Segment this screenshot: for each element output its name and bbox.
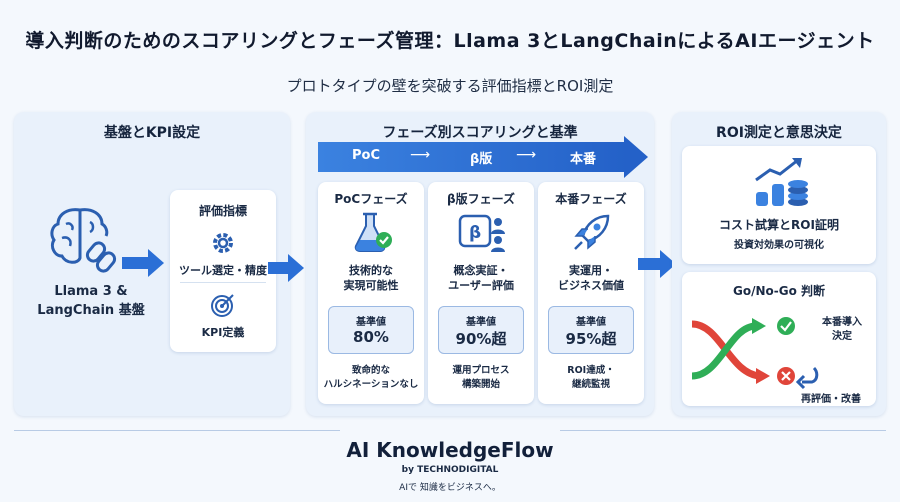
phase-card-production: 本番フェーズ 実運用・ ビジネス価値 基準値 95%超 ROI達成・ 継続監視: [538, 182, 644, 404]
right-panel-title: ROI測定と意思決定: [716, 125, 842, 141]
flow-arrow: [122, 257, 150, 269]
metrics-card: 評価指標 ツール選定・精度 KPI定義: [170, 190, 276, 352]
go-label-line2: 決定: [832, 331, 852, 342]
middle-panel: フェーズ別スコアリングと基準 PoC ⟶ β版 ⟶ 本番 PoCフェーズ 技術的…: [306, 112, 654, 416]
phase-name: 本番フェーズ: [555, 192, 627, 206]
phase-desc-line2: 実現可能性: [343, 279, 399, 292]
left-panel: 基盤とKPI設定 Llama 3 & LangChain 基盤 評価指標 ツール…: [14, 112, 290, 416]
score-value: 90%超: [455, 330, 507, 348]
page-subtitle: プロトタイプの壁を突破する評価指標とROI測定: [286, 77, 614, 95]
go-label-line1: 本番導入: [822, 317, 862, 328]
phase-note-line2: ハルシネーションなし: [323, 379, 419, 390]
phase-name: β版フェーズ: [447, 192, 515, 206]
gonogo-heading: Go/No-Go 判断: [732, 284, 826, 298]
flask-check-icon: [354, 212, 392, 252]
rocket-icon: [574, 214, 610, 250]
flow-label-prod: 本番: [570, 152, 597, 167]
score-box: 基準値 95%超: [548, 306, 634, 354]
score-box: 基準値 80%: [328, 306, 414, 354]
phase-desc-line2: ユーザー評価: [448, 279, 514, 292]
phase-desc-line1: 技術的な: [349, 264, 393, 277]
brand-tagline: AIで 知識をビジネスへ。: [399, 483, 501, 493]
phase-desc-line1: 実運用・: [569, 264, 613, 277]
footer-line-right: [560, 430, 886, 431]
phase-flow-banner: [318, 142, 626, 172]
coins-growth-icon: [755, 158, 808, 206]
phase-flow-banner-head: [624, 136, 648, 178]
footer-line-left: [14, 430, 340, 431]
phase-name: PoCフェーズ: [334, 192, 408, 206]
score-value: 95%超: [565, 330, 617, 348]
roi-card: コスト試算とROI証明 投資対効果の可視化: [682, 146, 876, 264]
phase-note-line1: 致命的な: [351, 365, 390, 376]
score-label: 基準値: [466, 317, 496, 328]
flow-arrow-1: ⟶: [410, 147, 431, 163]
flow-arrow-head: [148, 249, 164, 277]
score-label: 基準値: [356, 317, 386, 328]
left-panel-title: 基盤とKPI設定: [103, 125, 201, 141]
flow-arrow: [268, 262, 290, 274]
middle-panel-title: フェーズ別スコアリングと基準: [382, 125, 578, 141]
foundation-label: Llama 3 & LangChain 基盤: [37, 284, 145, 318]
metrics-divider: [180, 282, 266, 283]
beta-users-icon: β: [458, 214, 505, 252]
phase-card-beta: β版フェーズ β 概念実証・ ユーザー評価 基準値 90%超 運用プロセス 構築…: [428, 182, 534, 404]
svg-text:β: β: [469, 223, 481, 243]
score-value: 80%: [353, 328, 389, 346]
decision-split-icon: [691, 317, 819, 390]
right-panel: ROI測定と意思決定 コスト試算とROI証明 投資対効果の可視化 Go/No-G…: [672, 112, 886, 416]
brand-logo-text: AI KnowledgeFlow: [346, 438, 554, 462]
phase-desc-line1: 概念実証・: [453, 264, 509, 277]
phase-desc-line2: ビジネス価値: [558, 279, 624, 292]
roi-heading: コスト試算とROI証明: [719, 218, 839, 232]
metrics-item-tool: ツール選定・精度: [179, 264, 267, 277]
metrics-heading: 評価指標: [198, 204, 247, 218]
brand-by: by TECHNODIGITAL: [401, 465, 499, 475]
go-nogo-card: Go/No-Go 判断 本番導入 決定 再評価・改善: [682, 272, 876, 406]
flow-arrow-2: ⟶: [516, 147, 537, 163]
page-title: 導入判断のためのスコアリングとフェーズ管理：Llama 3とLangChainに…: [25, 30, 875, 52]
metrics-item-kpi: KPI定義: [201, 326, 245, 339]
phase-note-line2: 継続監視: [571, 379, 610, 390]
phase-note-line1: 運用プロセス: [452, 365, 510, 376]
phase-card-poc: PoCフェーズ 技術的な 実現可能性 基準値 80% 致命的な ハルシネーション…: [318, 182, 424, 404]
target-icon: [211, 294, 234, 317]
brain-chain-icon: [50, 208, 117, 273]
phase-note-line2: 構築開始: [461, 379, 500, 390]
go-label: 本番導入 決定: [810, 316, 874, 344]
flow-arrow-head: [288, 254, 304, 282]
flow-label-poc: PoC: [352, 148, 380, 163]
score-label: 基準値: [576, 317, 606, 328]
gear-icon: [213, 233, 233, 253]
score-box: 基準値 90%超: [438, 306, 524, 354]
roi-sub: 投資対効果の可視化: [734, 240, 824, 251]
flow-arrow: [638, 258, 662, 270]
flow-label-beta: β版: [470, 152, 493, 167]
phase-note-line1: ROI達成・: [567, 365, 615, 376]
nogo-label: 再評価・改善: [801, 394, 861, 405]
